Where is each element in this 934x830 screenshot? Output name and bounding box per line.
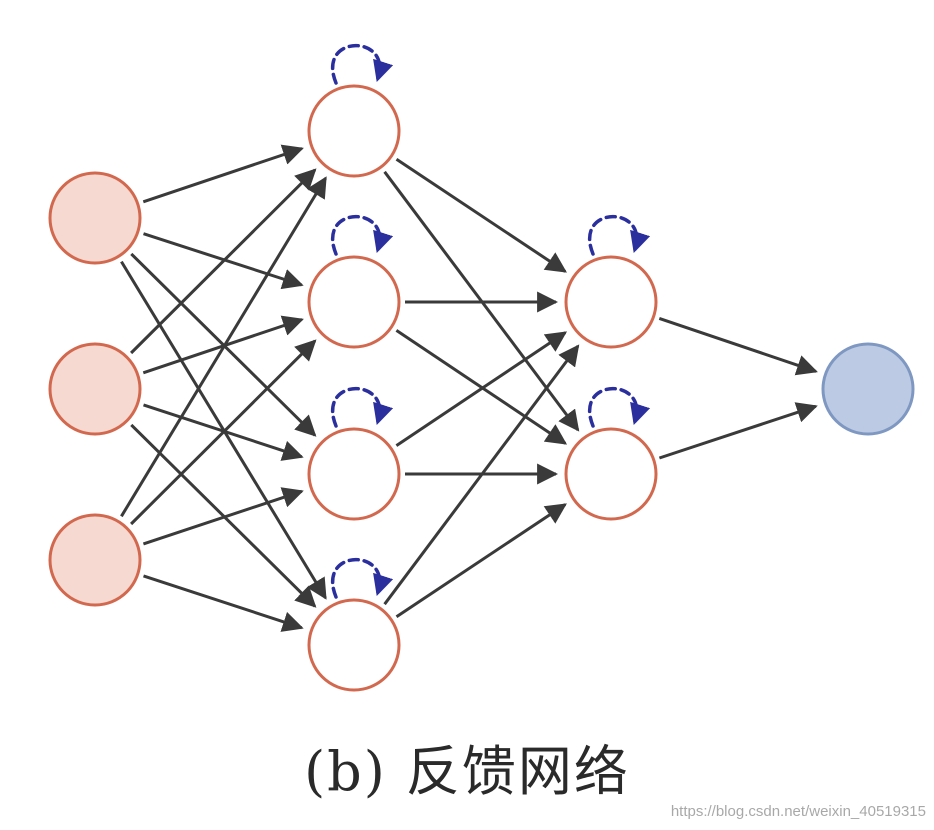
edge-hidden-1-4-to-hidden-2-1 — [383, 344, 580, 606]
hidden-1-node-1 — [307, 84, 401, 178]
input-node-1 — [48, 171, 142, 265]
edge-input-3-to-hidden-1-1 — [120, 176, 327, 518]
output-node-1 — [821, 342, 915, 436]
input-node-2 — [48, 342, 142, 436]
edge-input-3-to-hidden-1-3 — [142, 487, 304, 546]
hidden-1-feedback-loop-4 — [331, 557, 394, 599]
hidden-2-node-2 — [564, 427, 658, 521]
edge-hidden-2-2-to-output-1 — [658, 402, 818, 460]
edge-input-1-to-hidden-1-2 — [143, 232, 304, 290]
hidden-1-feedback-loop-3 — [331, 386, 394, 428]
edge-input-3-to-hidden-1-4 — [143, 574, 304, 632]
edge-input-3-to-hidden-1-2 — [130, 339, 317, 526]
edge-hidden-1-2-to-hidden-2-2 — [395, 329, 568, 445]
edge-hidden-1-3-to-hidden-2-1 — [395, 331, 568, 447]
hidden-1-node-3 — [307, 427, 401, 521]
edge-input-2-to-hidden-1-4 — [130, 423, 317, 608]
edge-hidden-2-1-to-output-1 — [658, 316, 818, 376]
edge-input-2-to-hidden-1-1 — [130, 168, 317, 355]
hidden-1-node-2 — [307, 255, 401, 349]
edge-hidden-1-4-to-hidden-2-2 — [395, 503, 567, 618]
edge-hidden-1-1-to-hidden-2-1 — [395, 158, 567, 273]
hidden-1-node-4 — [307, 598, 401, 692]
edge-input-1-to-hidden-1-1 — [142, 144, 304, 204]
watermark-url: https://blog.csdn.net/weixin_40519315 — [670, 803, 926, 820]
hidden-1-feedback-loop-1 — [331, 43, 394, 85]
feedback-loops — [331, 43, 651, 599]
hidden-2-feedback-loop-1 — [588, 214, 651, 256]
hidden-2-feedback-loop-2 — [588, 386, 651, 428]
hidden-2-node-1 — [564, 255, 658, 349]
hidden-1-feedback-loop-2 — [331, 214, 394, 256]
network-nodes — [48, 84, 915, 692]
connection-edges — [120, 144, 818, 632]
figure-caption: (b) 反馈网络 — [304, 740, 630, 803]
input-node-3 — [48, 513, 142, 607]
